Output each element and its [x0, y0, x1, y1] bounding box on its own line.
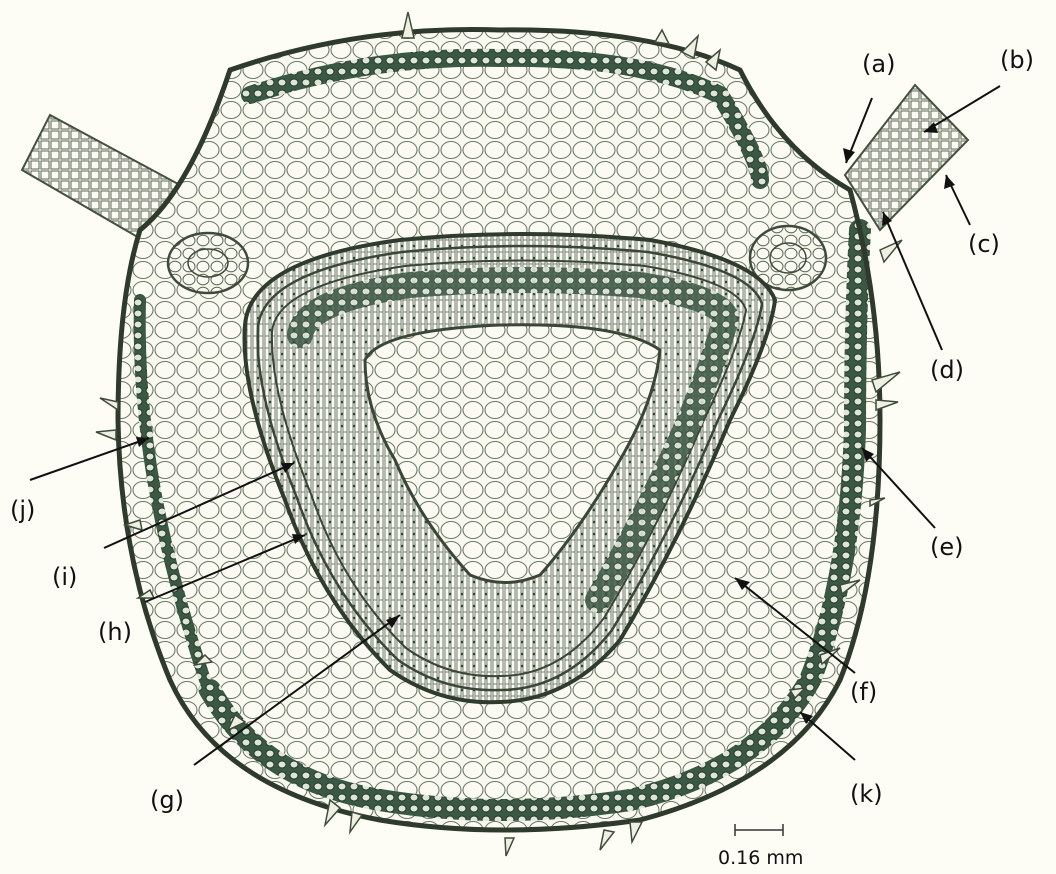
label-f: (f) — [850, 678, 877, 706]
cortical-bundle-left — [168, 233, 248, 293]
label-h: (h) — [98, 618, 132, 646]
label-d: (d) — [930, 356, 964, 384]
scale-bar: 0.16 mm — [718, 824, 803, 869]
label-b: (b) — [1000, 46, 1034, 74]
scale-bar-label: 0.16 mm — [718, 847, 803, 869]
label-c: (c) — [968, 230, 1000, 258]
label-i: (i) — [52, 563, 77, 591]
label-k: (k) — [850, 780, 883, 808]
right-wing — [845, 85, 968, 230]
label-j: (j) — [10, 496, 35, 524]
label-e: (e) — [930, 533, 964, 561]
label-a: (a) — [862, 50, 895, 78]
label-g: (g) — [150, 786, 184, 814]
